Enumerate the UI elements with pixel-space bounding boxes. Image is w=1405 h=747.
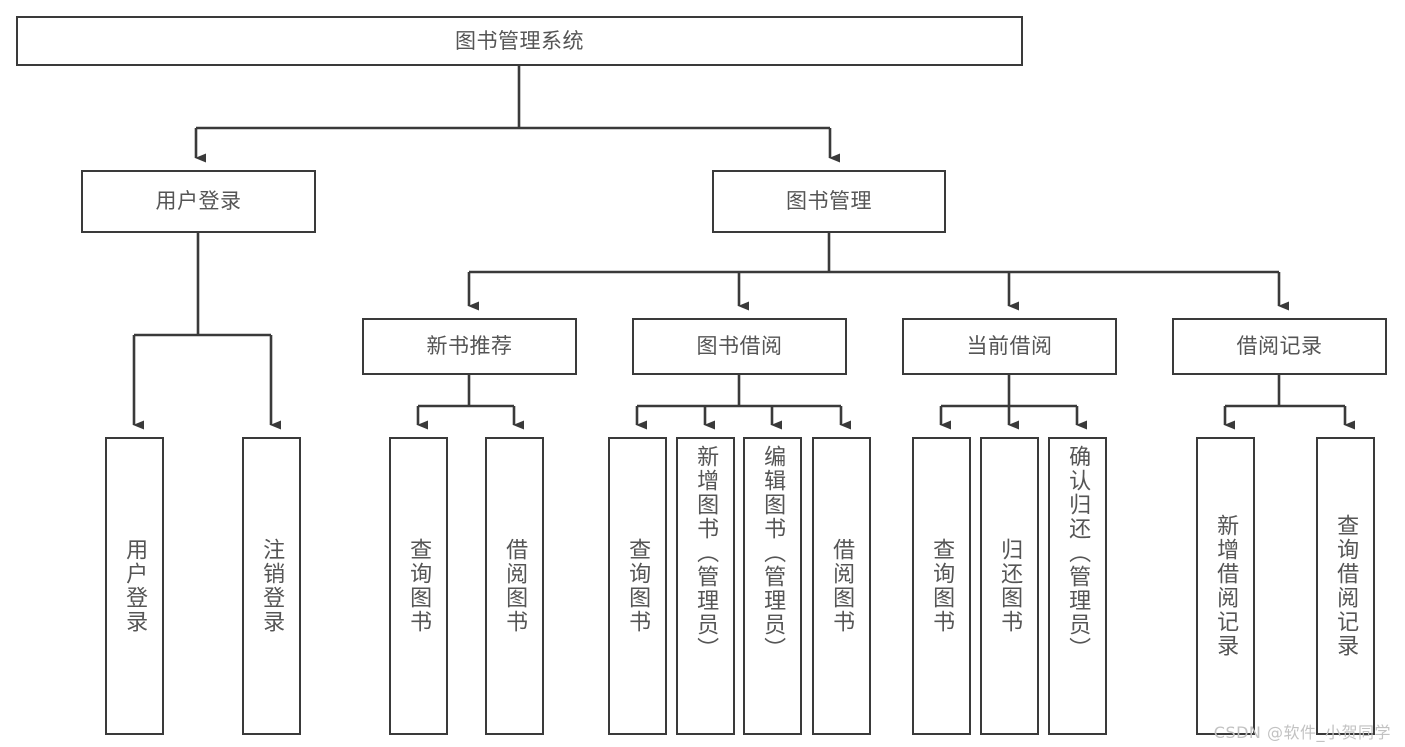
node-label: 用户登录 bbox=[122, 538, 148, 634]
leaf-return-book[interactable]: 归还图书 bbox=[980, 437, 1039, 735]
node-user-login[interactable]: 用户登录 bbox=[81, 170, 316, 233]
node-label: 图书借阅 bbox=[696, 334, 783, 359]
node-label: 借阅图书 bbox=[829, 538, 855, 634]
node-label: 图书管理 bbox=[786, 189, 872, 214]
node-root-system[interactable]: 图书管理系统 bbox=[16, 16, 1023, 66]
node-label: 编辑图书（管理员） bbox=[760, 445, 786, 661]
leaf-logout[interactable]: 注销登录 bbox=[242, 437, 301, 735]
node-label: 查询借阅记录 bbox=[1333, 514, 1359, 658]
node-book-management[interactable]: 图书管理 bbox=[712, 170, 946, 233]
node-new-book-recommend[interactable]: 新书推荐 bbox=[362, 318, 577, 375]
node-label: 查询图书 bbox=[625, 538, 651, 634]
leaf-borrow-book-nb[interactable]: 借阅图书 bbox=[485, 437, 544, 735]
leaf-add-book-admin[interactable]: 新增图书（管理员） bbox=[676, 437, 735, 735]
leaf-query-book-nb[interactable]: 查询图书 bbox=[389, 437, 448, 735]
node-label: 新增图书（管理员） bbox=[693, 445, 719, 661]
node-borrow-record[interactable]: 借阅记录 bbox=[1172, 318, 1387, 375]
node-label: 确认归还（管理员） bbox=[1065, 445, 1091, 661]
node-current-borrow[interactable]: 当前借阅 bbox=[902, 318, 1117, 375]
leaf-add-borrow-record[interactable]: 新增借阅记录 bbox=[1196, 437, 1255, 735]
node-label: 注销登录 bbox=[259, 538, 285, 634]
node-label: 归还图书 bbox=[997, 538, 1023, 634]
node-label: 查询图书 bbox=[929, 538, 955, 634]
node-label: 借阅记录 bbox=[1236, 334, 1323, 359]
leaf-user-login[interactable]: 用户登录 bbox=[105, 437, 164, 735]
node-label: 用户登录 bbox=[155, 189, 242, 214]
leaf-borrow-book-bb[interactable]: 借阅图书 bbox=[812, 437, 871, 735]
leaf-query-book-cb[interactable]: 查询图书 bbox=[912, 437, 971, 735]
leaf-query-book-bb[interactable]: 查询图书 bbox=[608, 437, 667, 735]
node-label: 图书管理系统 bbox=[455, 28, 584, 53]
node-book-borrow[interactable]: 图书借阅 bbox=[632, 318, 847, 375]
node-label: 新增借阅记录 bbox=[1213, 514, 1239, 658]
node-label: 当前借阅 bbox=[966, 334, 1053, 359]
node-label: 借阅图书 bbox=[502, 538, 528, 634]
leaf-edit-book-admin[interactable]: 编辑图书（管理员） bbox=[743, 437, 802, 735]
node-label: 查询图书 bbox=[406, 538, 432, 634]
leaf-confirm-return-admin[interactable]: 确认归还（管理员） bbox=[1048, 437, 1107, 735]
leaf-query-borrow-record[interactable]: 查询借阅记录 bbox=[1316, 437, 1375, 735]
node-label: 新书推荐 bbox=[426, 334, 513, 359]
watermark-text: CSDN @软件_小贺同学 bbox=[1213, 723, 1391, 742]
